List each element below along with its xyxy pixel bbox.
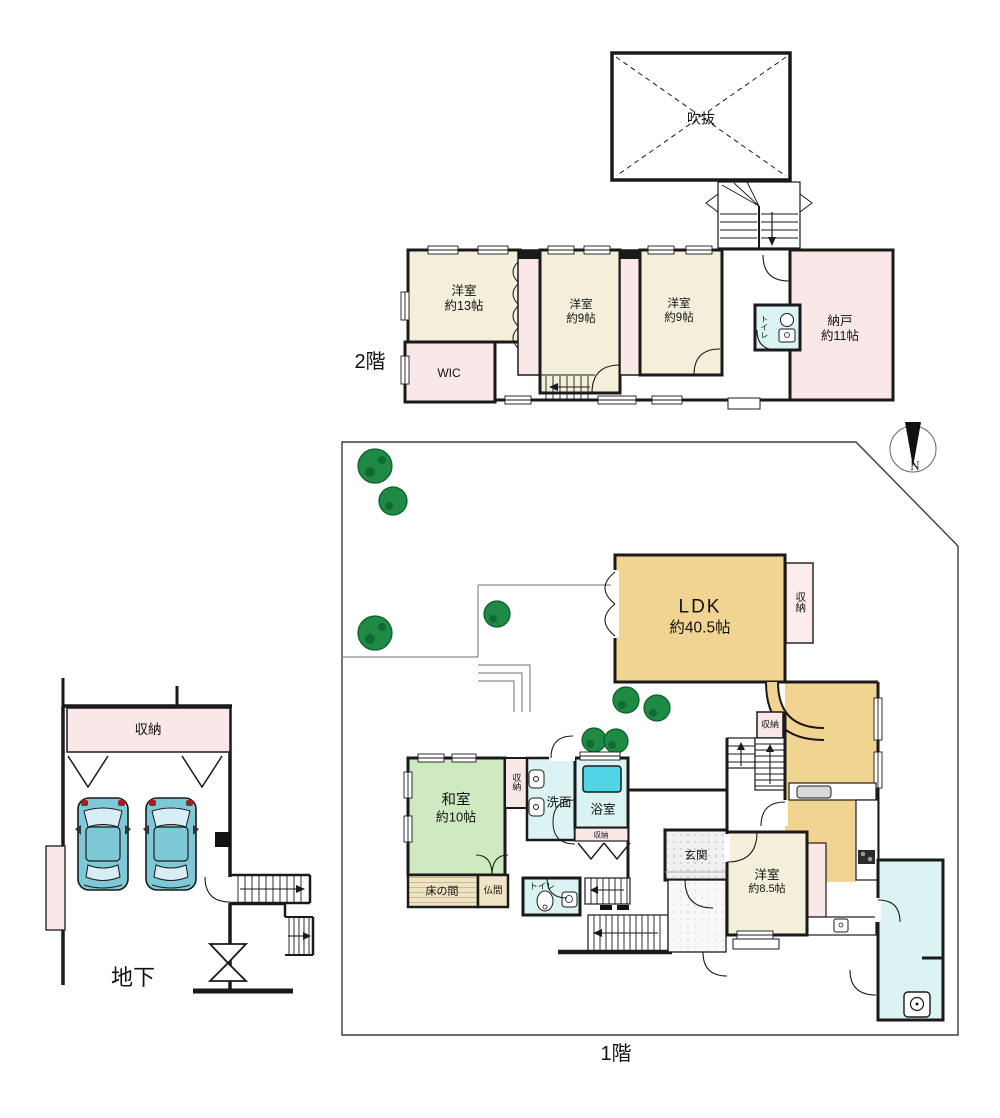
washitsu-line2: 約10帖 (435, 809, 477, 825)
void-cross-lines (615, 56, 787, 177)
sink-icons (528, 769, 545, 817)
basement-label: 地下 (110, 964, 156, 990)
bedroom-9b-label: 洋室 約9帖 (664, 298, 693, 326)
bath-label: 浴室 (590, 802, 616, 817)
kitchen-pantry (805, 842, 827, 918)
bedroom-9b-room (638, 248, 724, 377)
floor1-label: 1階 (600, 1043, 632, 1065)
garage-v-marks (67, 755, 223, 789)
tokonoma-room (406, 873, 480, 909)
washitsu-doors (475, 854, 509, 876)
bedroom-13-label: 洋室 約13帖 (445, 284, 484, 314)
backdoor-arc (550, 735, 574, 759)
bedroom-9b-line2: 約9帖 (664, 312, 694, 324)
closet-strip-b (619, 249, 641, 376)
ldk-line1: LDK (678, 596, 722, 618)
washitsu-windows (403, 753, 477, 843)
closet-bath (574, 827, 629, 842)
washitsu-label: 和室 約10帖 (436, 793, 476, 826)
basement-plan (45, 678, 315, 994)
nando-line1: 納戸 (827, 314, 853, 328)
site-boundary (341, 441, 959, 1036)
bedroom-9a-line2: 約9帖 (566, 313, 596, 325)
car-icon (143, 797, 199, 891)
toilet-2f-label: トイレ (759, 315, 769, 339)
washitsu-line1: 和室 (441, 792, 471, 809)
bedroom-85-line1: 洋室 (754, 867, 780, 882)
door-arcs-2f (591, 254, 790, 394)
floor2-label: 2階 (354, 351, 386, 373)
bedroom-85-room (725, 830, 809, 937)
ldk-line2: 約40.5帖 (669, 619, 731, 637)
bedroom-85-line2: 約8.5帖 (748, 882, 786, 895)
utility-room (849, 858, 945, 1022)
ldk-label: LDK 約40.5帖 (669, 596, 730, 637)
butsuma-room (476, 873, 510, 909)
nando-line2: 約11帖 (821, 329, 859, 343)
garage-storage-label: 収納 (134, 721, 162, 737)
porch (667, 879, 727, 953)
garage-shutter-icon (207, 943, 249, 982)
stairs-basement-upper (230, 873, 312, 905)
ldk-room (613, 553, 787, 684)
butsuma-label: 仏間 (483, 885, 503, 897)
closet-hall (756, 711, 784, 739)
bedroom-9a-line1: 洋室 (569, 299, 593, 312)
car-icon (75, 797, 131, 891)
kitchen-windows (873, 697, 883, 789)
terrace-lines (342, 584, 612, 712)
void-label: 吹抜 (687, 110, 715, 127)
closet-hall-label: 収納 (760, 719, 780, 730)
nando-label: 納戸 約11帖 (821, 314, 859, 344)
wic-label: WIC (437, 365, 461, 380)
bedroom-13-line2: 約13帖 (444, 299, 484, 313)
senmen-label: 洗面 (546, 795, 572, 810)
closet-bath-label: 収納 (593, 830, 609, 840)
kitchen-sink-icon (796, 785, 832, 799)
stairs-2f (705, 181, 813, 251)
trees (357, 448, 671, 754)
bedroom-13-line1: 洋室 (451, 284, 477, 298)
bedroom-9b-line1: 洋室 (667, 298, 691, 311)
windows-2f (400, 245, 761, 410)
toilet-1f-label: トイレ (529, 880, 555, 891)
closet-east-ldk (785, 562, 814, 644)
bedroom-85-label: 洋室 約8.5帖 (748, 868, 785, 896)
garage-storage (66, 707, 231, 753)
ldk-french-doors (604, 571, 616, 637)
nando-room (788, 248, 895, 402)
closet-east-label: 収納 (794, 591, 807, 613)
bedroom-9a-label: 洋室 約9帖 (566, 299, 595, 327)
stairs-small (584, 877, 631, 910)
toilet-2f-room (753, 303, 802, 352)
washitsu-room (406, 756, 507, 877)
north-arrow (889, 422, 937, 473)
kitchen-area (785, 682, 878, 800)
tokonoma-label: 床の間 (425, 885, 459, 898)
toilet-bowl-icon (780, 313, 794, 327)
closet-strip-a (517, 249, 541, 376)
bathtub-icon (582, 765, 622, 793)
v-marks-bath (577, 842, 631, 861)
stairs-1f (726, 737, 786, 791)
genkan-label: 玄関 (684, 850, 708, 863)
north-label: N (910, 458, 920, 474)
stairs-exterior (558, 914, 672, 955)
stove-icon (858, 850, 875, 864)
entry-door-arcs (684, 879, 728, 977)
floor2-plan (400, 51, 895, 410)
floor1-plan (341, 422, 959, 1036)
stairs-basement-lower (285, 916, 315, 956)
closet-washitsu-label: 収納 (511, 773, 522, 791)
toilet-1f-room (521, 876, 582, 917)
